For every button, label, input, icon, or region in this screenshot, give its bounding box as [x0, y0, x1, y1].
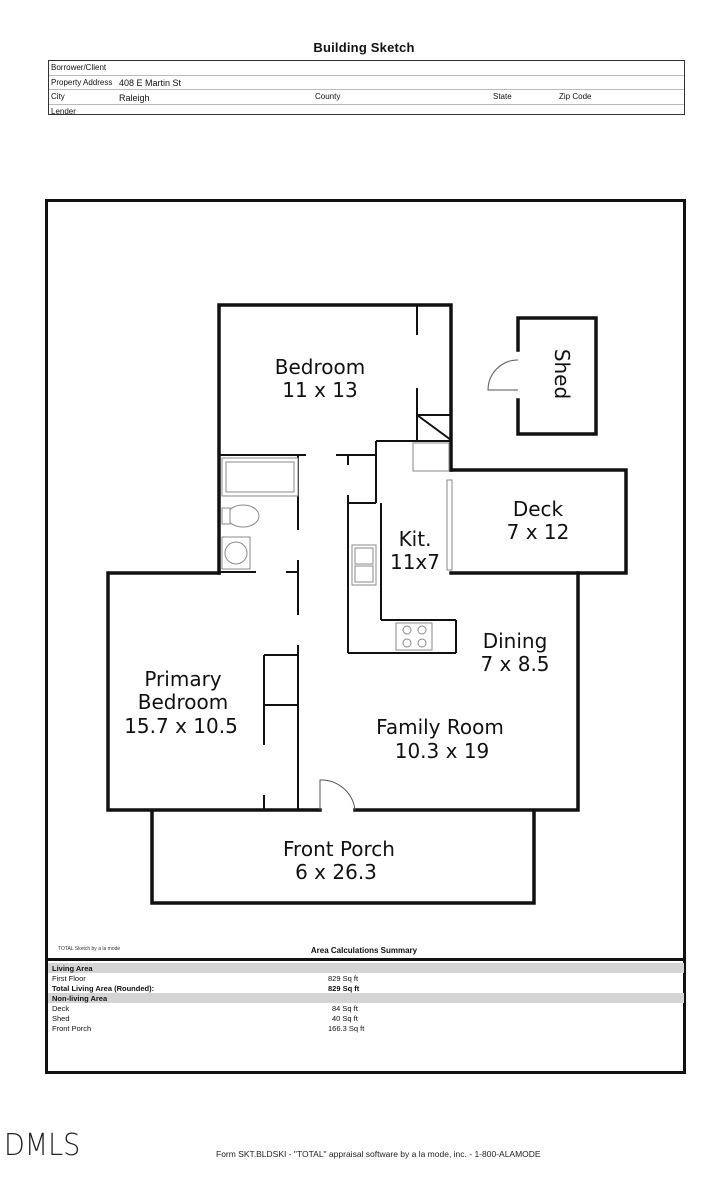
bedroom-dims: 11 x 13	[282, 378, 357, 402]
deck-dims: 7 x 12	[507, 520, 570, 544]
sketch-frame	[45, 199, 686, 1074]
shed-row: Shed 40 Sq ft	[48, 1013, 684, 1023]
floor-plan: Bedroom 11 x 13 Shed Deck 7 x 12 Kit. 11…	[106, 303, 628, 905]
state-label: State	[493, 92, 512, 101]
shed-area-value: 40 Sq ft	[332, 1014, 358, 1023]
primary-bedroom-dims: 15.7 x 10.5	[124, 714, 238, 738]
primary-bedroom-label-1: Primary	[144, 667, 221, 691]
city-value: Raleigh	[119, 93, 150, 103]
zip-label: Zip Code	[559, 92, 592, 101]
nonliving-area-label: Non-living Area	[52, 994, 108, 1003]
family-room-dims: 10.3 x 19	[395, 739, 490, 763]
total-living-row: Total Living Area (Rounded): 829 Sq ft	[48, 983, 684, 993]
shed-label: Shed	[550, 349, 574, 399]
front-porch-label: Front Porch	[283, 837, 395, 861]
dining-dims: 7 x 8.5	[480, 652, 549, 676]
kitchen-dims: 11x7	[390, 550, 440, 574]
city-row: City Raleigh County State Zip Code	[49, 90, 684, 105]
dmls-watermark-logo: DMLS	[4, 1128, 81, 1163]
first-floor-value: 829 Sq ft	[328, 974, 359, 983]
family-room-label: Family Room	[376, 715, 504, 739]
borrower-label: Borrower/Client	[51, 63, 107, 72]
deck-area-label: Deck	[52, 1004, 70, 1013]
area-calculations-table: Living Area First Floor 829 Sq ft Total …	[48, 958, 684, 1074]
lender-row: Lender	[49, 105, 684, 119]
county-label: County	[315, 92, 341, 101]
shed-area-label: Shed	[52, 1014, 70, 1023]
page-title: Building Sketch	[313, 40, 415, 55]
area-summary-title: Area Calculations Summary	[310, 946, 418, 955]
address-value: 408 E Martin St	[119, 77, 182, 88]
primary-bedroom-label-2: Bedroom	[138, 690, 228, 714]
sketch-credit: TOTAL Sketch by a la mode	[58, 946, 121, 952]
deck-area-value: 84 Sq ft	[332, 1004, 358, 1013]
lender-label: Lender	[51, 106, 76, 116]
address-row: Property Address 408 E Martin St	[49, 76, 684, 90]
porch-row: Front Porch 166.3 Sq ft	[48, 1023, 684, 1033]
total-living-label: Total Living Area (Rounded):	[52, 984, 155, 993]
deck-label: Deck	[513, 497, 564, 521]
first-floor-label: First Floor	[52, 974, 86, 983]
living-area-header: Living Area	[48, 963, 684, 973]
dining-label: Dining	[483, 629, 548, 653]
city-label: City	[51, 92, 65, 101]
first-floor-row: First Floor 829 Sq ft	[48, 973, 684, 983]
deck-row: Deck 84 Sq ft	[48, 1003, 684, 1013]
form-footer: Form SKT.BLDSKI - "TOTAL" appraisal soft…	[216, 1149, 541, 1159]
porch-area-value: 166.3 Sq ft	[328, 1024, 365, 1033]
address-label: Property Address	[51, 77, 113, 87]
bedroom-label: Bedroom	[275, 355, 365, 379]
property-header: Borrower/Client Property Address 408 E M…	[48, 60, 685, 116]
porch-area-label: Front Porch	[52, 1024, 92, 1033]
front-porch-dims: 6 x 26.3	[295, 860, 377, 884]
borrower-row: Borrower/Client	[49, 61, 684, 76]
nonliving-area-header: Non-living Area	[48, 993, 684, 1003]
living-area-label: Living Area	[52, 964, 93, 973]
kitchen-label: Kit.	[399, 527, 432, 551]
total-living-value: 829 Sq ft	[328, 984, 360, 993]
